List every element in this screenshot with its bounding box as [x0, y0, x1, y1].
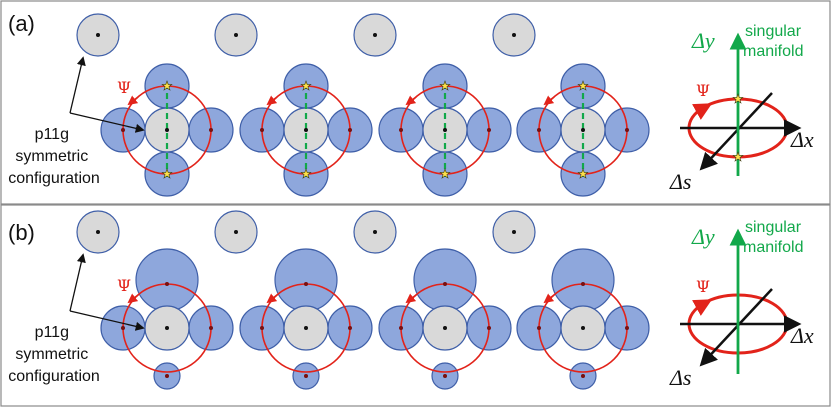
disk-center-dot [443, 282, 447, 286]
disk-center-dot [443, 374, 447, 378]
disk-center-dot [209, 326, 213, 330]
panel-a: (a) [8, 11, 814, 197]
disk-center-dot [165, 282, 169, 286]
annotation-text: p11g symmetric configuration [8, 126, 100, 187]
orbit-arrow [127, 95, 139, 106]
y-axis-label: Δy [691, 28, 715, 53]
disk-center-dot [348, 326, 352, 330]
disk-center-dot [96, 230, 100, 234]
axes-inset: Δy Δx Δs Ψ singular manifold [669, 219, 814, 390]
panel-b-frame [0, 204, 831, 407]
disk-center-dot [121, 128, 125, 132]
star-marker [300, 168, 312, 179]
manifold-label: singular manifold [743, 23, 805, 60]
disk-center-dot [581, 282, 585, 286]
disk-center-dot [625, 128, 629, 132]
panel-label: (a) [8, 11, 35, 36]
star-marker [161, 168, 173, 179]
ellipse-arrow [692, 103, 713, 120]
disk-center-dot [165, 374, 169, 378]
star-marker [300, 80, 312, 91]
disk-center-dot [260, 128, 264, 132]
disk-center-dot [512, 33, 516, 37]
annotation-arrows [69, 56, 145, 133]
s-axis-label: Δs [669, 169, 691, 194]
disk-center-dot [373, 230, 377, 234]
disk-center-dot [348, 128, 352, 132]
disk-cluster [378, 63, 512, 197]
star-marker [577, 80, 589, 91]
disk-center-dot [581, 128, 585, 132]
star-marker [577, 168, 589, 179]
disk-center-dot [537, 326, 541, 330]
y-axis-label: Δy [691, 224, 715, 249]
x-axis-label: Δx [790, 127, 814, 152]
x-axis-label: Δx [790, 323, 814, 348]
disk-cluster [516, 63, 650, 197]
manifold-label: singular manifold [743, 219, 805, 256]
orbit-arrow [543, 293, 555, 304]
panel-b: (b) [8, 210, 814, 390]
disk-center-dot [165, 128, 169, 132]
star-marker [439, 168, 451, 179]
annotation-text: p11g symmetric configuration [8, 324, 100, 385]
disk-center-dot [487, 326, 491, 330]
disk-center-dot [373, 33, 377, 37]
disk-center-dot [121, 326, 125, 330]
disk-center-dot [581, 326, 585, 330]
s-axis-label: Δs [669, 365, 691, 390]
disk-center-dot [304, 374, 308, 378]
orbit-arrow [266, 293, 278, 304]
ellipse-arrow [692, 299, 713, 316]
blue-disk-top-large [135, 248, 199, 312]
disk-center-dot [625, 326, 629, 330]
disk-center-dot [399, 128, 403, 132]
disk-center-dot [304, 326, 308, 330]
blue-disk-top-large [274, 248, 338, 312]
star-marker [732, 151, 744, 162]
axes-inset: Δy Δx Δs Ψ singular manifold [669, 23, 814, 194]
disk-cluster [239, 248, 373, 390]
annotation-arrows [69, 253, 145, 331]
psi-label: Ψ [117, 78, 131, 97]
disk-center-dot [234, 230, 238, 234]
disk-cluster [100, 248, 234, 390]
star-marker [161, 80, 173, 91]
psi-label: Ψ [696, 81, 710, 100]
orbit-arrow [405, 293, 417, 304]
disk-center-dot [304, 282, 308, 286]
orbit-arrow [127, 293, 139, 304]
blue-disk-top-large [413, 248, 477, 312]
disk-center-dot [399, 326, 403, 330]
disk-center-dot [487, 128, 491, 132]
disk-center-dot [537, 128, 541, 132]
disk-center-dot [443, 326, 447, 330]
disk-center-dot [96, 33, 100, 37]
disk-cluster [516, 248, 650, 390]
orbit-arrow [543, 95, 555, 106]
panel-label: (b) [8, 220, 35, 245]
disk-center-dot [304, 128, 308, 132]
psi-label: Ψ [696, 277, 710, 296]
orbit-arrow [405, 95, 417, 106]
disk-center-dot [209, 128, 213, 132]
disk-center-dot [165, 326, 169, 330]
orbit-arrow [266, 95, 278, 106]
disk-cluster [100, 63, 234, 197]
star-marker [439, 80, 451, 91]
disk-cluster [378, 248, 512, 390]
disk-center-dot [260, 326, 264, 330]
psi-label: Ψ [117, 276, 131, 295]
blue-disk-top-large [551, 248, 615, 312]
disk-center-dot [512, 230, 516, 234]
panel-a-frame [0, 0, 831, 205]
top-disk-row [76, 210, 536, 254]
top-disk-row [76, 13, 536, 57]
disk-center-dot [234, 33, 238, 37]
disk-cluster [239, 63, 373, 197]
star-marker [732, 93, 744, 104]
disk-center-dot [581, 374, 585, 378]
disk-center-dot [443, 128, 447, 132]
